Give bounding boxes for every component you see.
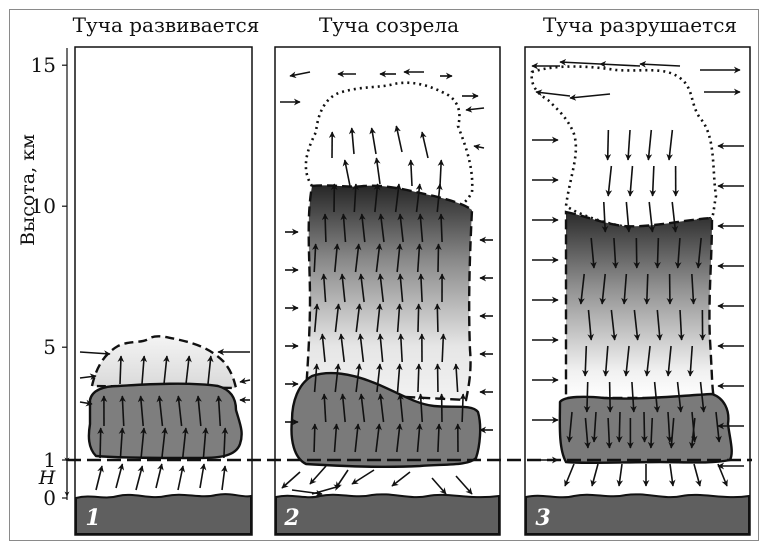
h-label: H: [38, 467, 56, 489]
airflow-arrow: [437, 304, 438, 332]
airflow-arrow: [600, 64, 640, 66]
airflow-arrow: [80, 352, 110, 354]
airflow-arrow: [290, 72, 310, 76]
ground: [76, 494, 749, 534]
airflow-arrow: [418, 304, 419, 332]
airflow-arrow: [466, 108, 484, 110]
airflow-arrow: [240, 380, 250, 382]
panel-1-title: Туча развивается: [73, 13, 260, 37]
y-tick-label: 15: [31, 53, 56, 77]
y-tick-label: 0: [43, 486, 56, 510]
airflow-arrow: [438, 244, 439, 272]
panel-2-title: Туча созрела: [319, 13, 459, 37]
panel-1-number: 1: [85, 505, 100, 531]
airflow-arrow: [120, 356, 121, 384]
airflow-arrow: [592, 464, 598, 486]
airflow-arrow: [156, 464, 162, 488]
panel-3-cloud: [532, 67, 732, 463]
airflow-arrow: [441, 214, 442, 242]
airflow-arrow: [456, 476, 472, 494]
panel-1-cloud-base: [89, 384, 242, 458]
airflow-arrow: [312, 486, 340, 494]
airflow-arrow: [352, 470, 374, 484]
airflow-arrow: [462, 394, 463, 422]
airflow-arrow: [565, 464, 574, 486]
airflow-arrow: [670, 464, 673, 486]
airflow-arrow: [474, 146, 484, 148]
airflow-arrow: [100, 428, 101, 458]
airflow-arrow: [432, 478, 446, 494]
airflow-arrow: [310, 466, 326, 484]
airflow-arrow: [314, 424, 315, 452]
airflow-arrow: [647, 274, 648, 304]
panel-1-frame: [75, 47, 252, 535]
panel-2-core: [306, 185, 472, 400]
airflow-arrow: [644, 412, 645, 442]
airflow-arrow: [200, 464, 204, 488]
airflow-arrow: [418, 364, 419, 392]
panel-3-core: [566, 212, 714, 398]
airflow-arrow: [392, 472, 410, 486]
airflow-arrow: [587, 382, 588, 412]
y-tick-label: 5: [43, 335, 56, 359]
panel-3-title: Туча разрушается: [543, 13, 737, 37]
ground-panel-2: [276, 494, 499, 534]
airflow-arrow: [610, 382, 611, 412]
airflow-arrow: [336, 470, 348, 488]
airflow-arrow: [718, 464, 727, 486]
airflow-arrow: [282, 472, 300, 488]
panel-2-cloud: [292, 83, 481, 467]
airflow-arrow: [694, 464, 700, 486]
panel-3-anvil: [532, 67, 716, 228]
panel-3-number: 3: [535, 505, 550, 531]
airflow-arrow: [657, 238, 658, 268]
airflow-arrow: [116, 464, 122, 488]
ground-panel-3: [526, 494, 749, 534]
airflow-arrow: [222, 466, 225, 490]
airflow-arrow: [619, 464, 622, 486]
airflow-arrow: [178, 466, 183, 490]
airflow-arrow: [560, 62, 600, 64]
airflow-arrow: [96, 466, 102, 490]
panel-2-number: 2: [283, 505, 299, 531]
airflow-arrow: [325, 214, 326, 242]
airflow-arrow: [136, 466, 142, 490]
airflow-arrow: [608, 130, 609, 160]
ground-panel-1: [76, 494, 251, 534]
airflow-arrow: [640, 64, 680, 66]
y-axis-label: Высота, км: [17, 134, 39, 246]
airflow-arrow: [619, 412, 620, 442]
